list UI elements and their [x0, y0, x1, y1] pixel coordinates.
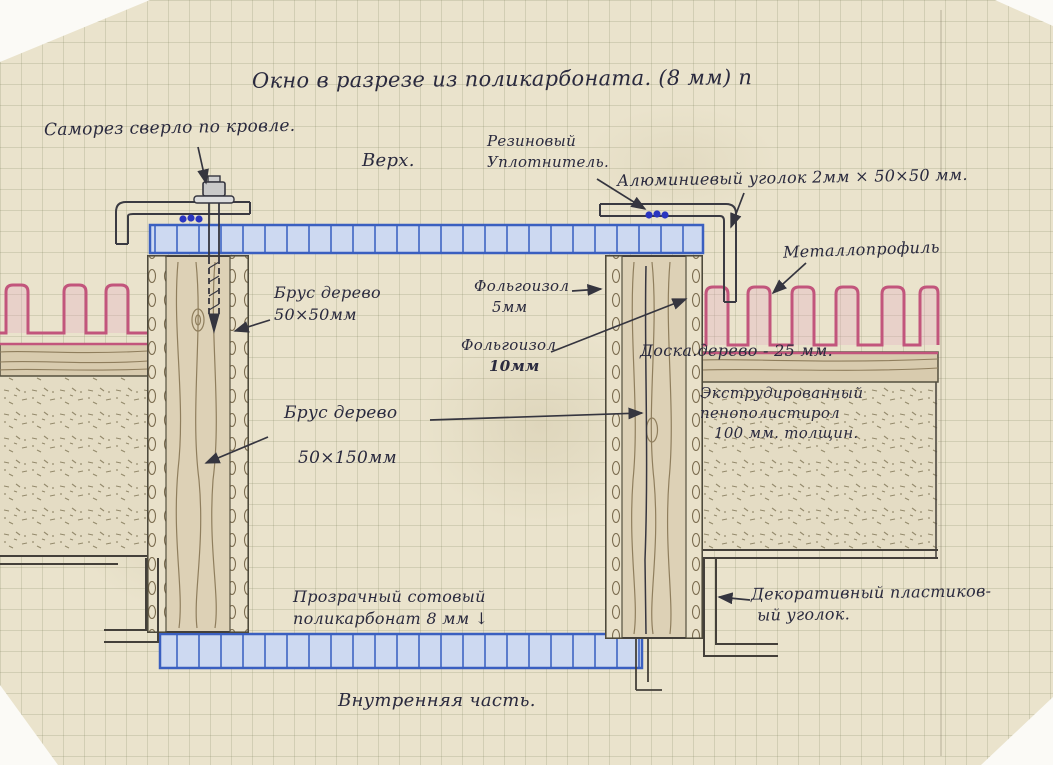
label-roof-screw: Саморез сверло по кровле. — [43, 115, 296, 141]
right-wood-beam — [605, 255, 703, 639]
left-bottom-angle — [104, 558, 159, 643]
label-polystyrene: Экструдированный пенополистирол 100 мм. … — [700, 384, 864, 442]
right-beam-bottom-extension — [635, 638, 662, 691]
label-wood-board-25mm: Доска.дерево - 25 мм. — [640, 341, 833, 360]
left-wood-beam — [147, 255, 249, 633]
rubber-seal-right — [645, 210, 669, 219]
page-title: Окно в разрезе из поликарбоната. (8 мм) … — [251, 65, 753, 93]
label-inner-part: Внутренняя часть. — [338, 690, 536, 711]
top-polycarbonate-sheet — [148, 223, 705, 255]
decorative-plastic-angle — [703, 558, 778, 657]
right-insulation-region — [702, 352, 938, 559]
label-polycarbonate: Прозрачный сотовый поликарбонат 8 мм ↓ — [293, 587, 489, 628]
label-foil-5mm: Фольгоизол 5мм — [474, 277, 570, 316]
left-insulation-region — [0, 376, 148, 565]
left-wood-board — [0, 343, 149, 377]
rubber-seal-left — [179, 214, 203, 223]
label-beam-50x150-line1: Брус дерево — [284, 403, 398, 423]
long-screw-line — [644, 265, 648, 635]
left-aluminum-angle — [115, 201, 251, 245]
label-beam-50x50: Брус дерево 50×50мм — [274, 283, 381, 324]
label-top-mark: Верх. — [362, 150, 415, 171]
label-beam-50x150-line2: 50×150мм — [298, 448, 397, 468]
leader-arrows — [197, 146, 807, 605]
label-foil-10mm: Фольгоизол 10мм — [461, 336, 557, 375]
roof-screw — [193, 175, 235, 334]
left-metal-profile — [0, 283, 148, 346]
right-metal-profile — [702, 285, 940, 355]
label-rubber-seal: Резиновый Уплотнитель. — [487, 132, 610, 171]
label-decorative-angle: Декоративный пластиков- ый уголок. — [750, 581, 992, 625]
bottom-polycarbonate-sheet — [158, 632, 644, 670]
